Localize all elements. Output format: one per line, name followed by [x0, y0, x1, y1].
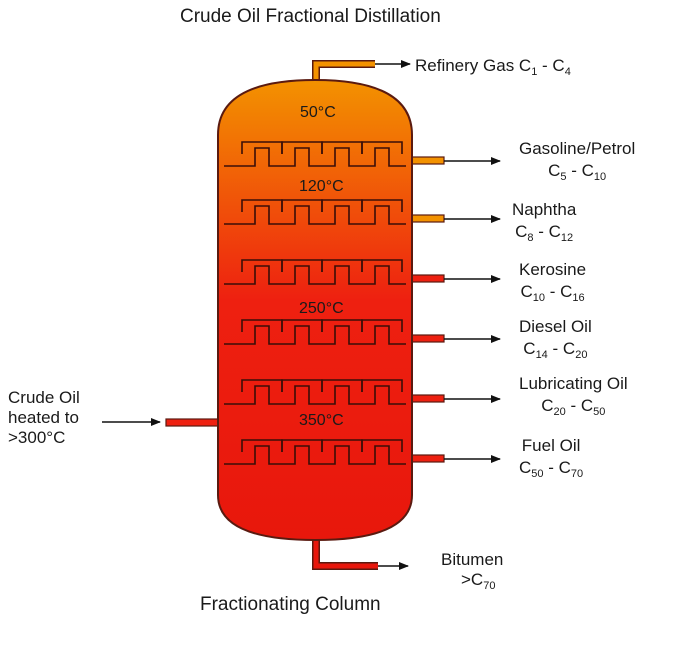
- input-line1: Crude Oil: [8, 388, 80, 407]
- bubble-cap: [361, 141, 403, 154]
- tray-5: [224, 385, 406, 405]
- fraction-carbon-range: C14 - C20: [523, 339, 588, 361]
- fraction-name: Lubricating Oil: [519, 374, 628, 393]
- temperature-label: 50°C: [300, 104, 336, 121]
- fraction-label: Naphtha C8 - C12: [512, 200, 576, 248]
- bottom-product-name: Bitumen: [441, 550, 504, 569]
- fraction-carbon-range: C8 - C12: [515, 222, 574, 244]
- bubble-cap: [361, 199, 403, 212]
- input-line3: >300°C: [8, 428, 66, 447]
- bubble-cap: [361, 379, 403, 392]
- fraction-name: Naphtha: [512, 200, 577, 219]
- bottom-product-label: Bitumen >C70: [441, 550, 504, 592]
- temperature-label: 120°C: [299, 178, 344, 195]
- fraction-carbon-range: C5 - C10: [548, 161, 607, 183]
- tray-2: [224, 205, 406, 225]
- bubble-cap: [361, 439, 403, 452]
- column-label: Fractionating Column: [200, 594, 381, 615]
- temperature-label: 350°C: [299, 412, 344, 429]
- fraction-name: Gasoline/Petrol: [519, 139, 636, 158]
- input-line2: heated to: [8, 408, 79, 427]
- bubble-cap: [361, 319, 403, 332]
- temperature-label: 250°C: [299, 300, 344, 317]
- fraction-carbon-range: C10 - C16: [520, 282, 585, 304]
- fraction-label: Gasoline/Petrol C5 - C10: [519, 139, 635, 187]
- diagram-title: Crude Oil Fractional Distillation: [180, 6, 441, 27]
- bubble-cap: [361, 259, 403, 272]
- top-product-label: Refinery Gas C1 - C4: [415, 56, 571, 78]
- bottom-outlet-pipe: [313, 536, 378, 569]
- tray-6: [224, 445, 406, 465]
- fraction-carbon-range: C50 - C70: [519, 458, 584, 480]
- tray-4: [224, 325, 406, 345]
- column-body: [217, 78, 413, 542]
- fraction-name: Diesel Oil: [519, 317, 592, 336]
- fraction-name: Kerosine: [519, 260, 587, 279]
- fraction-carbon-range: C20 - C50: [541, 396, 606, 418]
- tray-3: [224, 265, 406, 285]
- fraction-name: Fuel Oil: [521, 436, 581, 455]
- input-label: Crude Oil heated to >300°C: [8, 388, 80, 448]
- tray-1: [224, 147, 406, 167]
- top-outlet-pipe: [313, 61, 375, 84]
- input-pipe: [165, 418, 223, 427]
